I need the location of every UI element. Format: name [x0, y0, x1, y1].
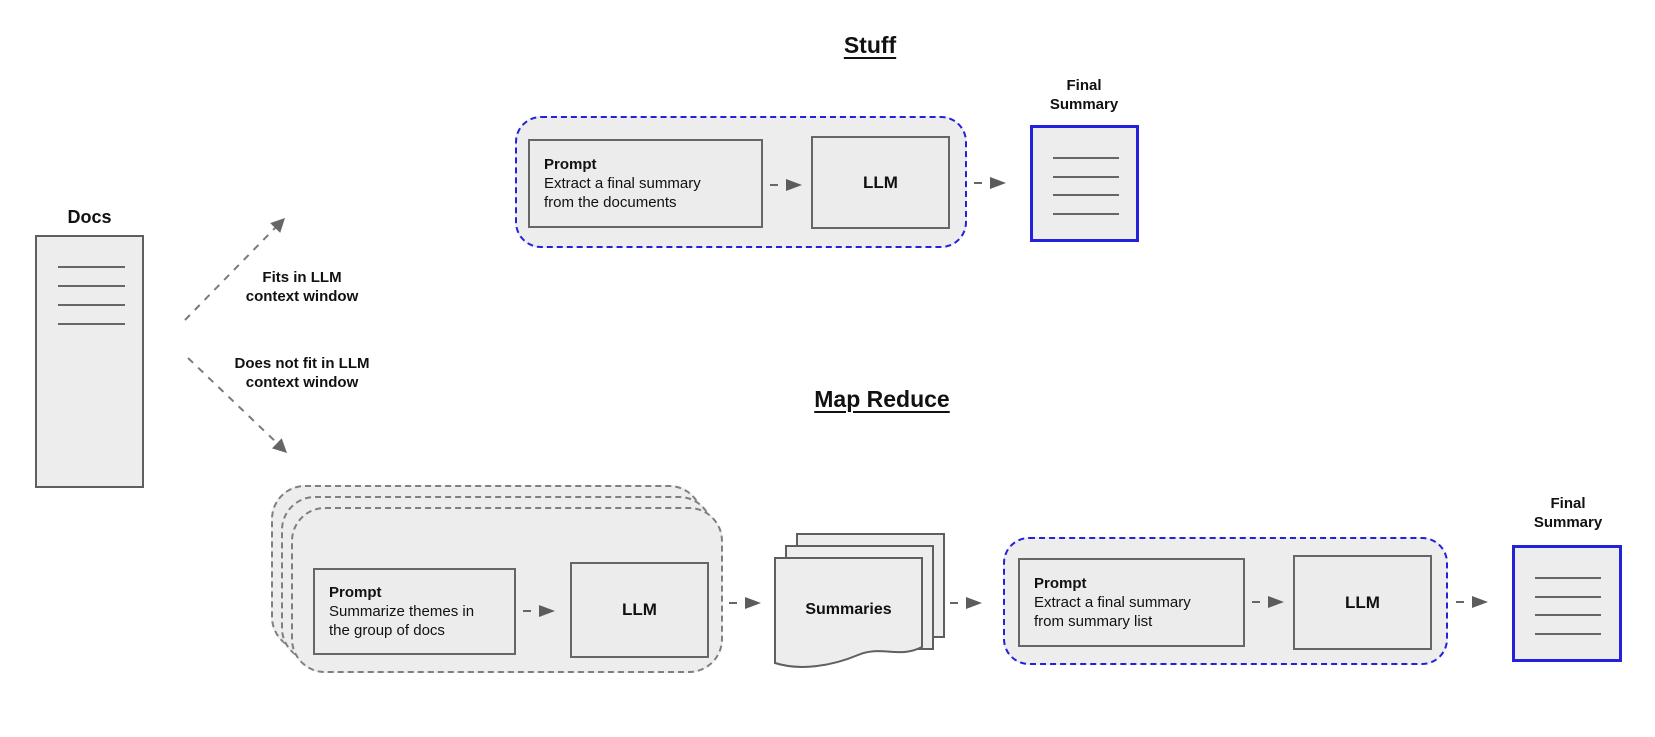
text-line	[1053, 176, 1119, 178]
reduce-prompt-line2: from summary list	[1034, 613, 1153, 630]
does-not-fit-branch-label: Does not fit in LLM context window	[207, 354, 397, 392]
text-line	[1053, 213, 1119, 215]
map-prompt-box: Prompt Summarize themes in the group of …	[313, 568, 516, 655]
text-line	[1535, 633, 1601, 635]
text-line	[1535, 596, 1601, 598]
arrow-right-icon	[729, 597, 761, 609]
stuff-prompt-heading: Prompt	[544, 156, 597, 173]
arrow-right-icon	[974, 177, 1006, 189]
arrow-right-icon	[950, 597, 982, 609]
text-line	[58, 285, 125, 287]
stuff-final-summary-line2: Summary	[1049, 96, 1119, 113]
fits-branch-line1: Fits in LLM	[262, 269, 342, 286]
text-line	[1053, 194, 1119, 196]
docs-document-icon	[35, 235, 144, 488]
reduce-final-summary-document-icon	[1512, 545, 1622, 662]
reduce-prompt-box: Prompt Extract a final summary from summ…	[1018, 558, 1245, 647]
map-llm-label: LLM	[622, 600, 657, 619]
arrow-right-icon	[523, 605, 555, 617]
summaries-stack-icon	[774, 533, 945, 668]
map-prompt-heading: Prompt	[329, 584, 382, 601]
summaries-label: Summaries	[805, 601, 892, 618]
text-line	[58, 304, 125, 306]
arrow-right-icon	[770, 179, 802, 191]
stuff-section-title: Stuff	[843, 32, 897, 58]
stuff-final-summary-line1: Final	[1066, 77, 1102, 94]
text-line	[58, 323, 125, 325]
map-llm-box: LLM	[570, 562, 709, 658]
arrow-right-icon	[1456, 596, 1488, 608]
reduce-prompt-line1: Extract a final summary	[1034, 594, 1191, 611]
stuff-final-summary-label: Final Summary	[1029, 76, 1139, 114]
reduce-llm-box: LLM	[1293, 555, 1432, 650]
text-line	[1535, 577, 1601, 579]
branch-arrows-icon	[184, 218, 287, 453]
text-line	[58, 266, 125, 268]
stuff-llm-box: LLM	[811, 136, 950, 229]
text-line	[1053, 157, 1119, 159]
map-prompt-line2: the group of docs	[329, 622, 445, 639]
reduce-final-summary-line2: Summary	[1533, 514, 1603, 531]
does-not-fit-line1: Does not fit in LLM	[234, 355, 370, 372]
reduce-final-summary-label: Final Summary	[1513, 494, 1623, 532]
fits-branch-line2: context window	[245, 288, 359, 305]
docs-label: Docs	[67, 207, 112, 227]
does-not-fit-line2: context window	[245, 374, 359, 391]
stuff-prompt-box: Prompt Extract a final summary from the …	[528, 139, 763, 228]
stuff-llm-label: LLM	[863, 172, 898, 192]
reduce-final-summary-line1: Final	[1550, 495, 1586, 512]
reduce-llm-label: LLM	[1345, 592, 1380, 612]
stuff-prompt-line2: from the documents	[544, 194, 677, 211]
stuff-final-summary-document-icon	[1030, 125, 1139, 242]
reduce-prompt-heading: Prompt	[1034, 575, 1087, 592]
map-reduce-section-title: Map Reduce	[814, 386, 950, 412]
fits-branch-label: Fits in LLM context window	[212, 268, 392, 306]
arrow-right-icon	[1252, 596, 1284, 608]
stuff-prompt-line1: Extract a final summary	[544, 175, 701, 192]
text-line	[1535, 614, 1601, 616]
map-prompt-line1: Summarize themes in	[329, 603, 475, 620]
